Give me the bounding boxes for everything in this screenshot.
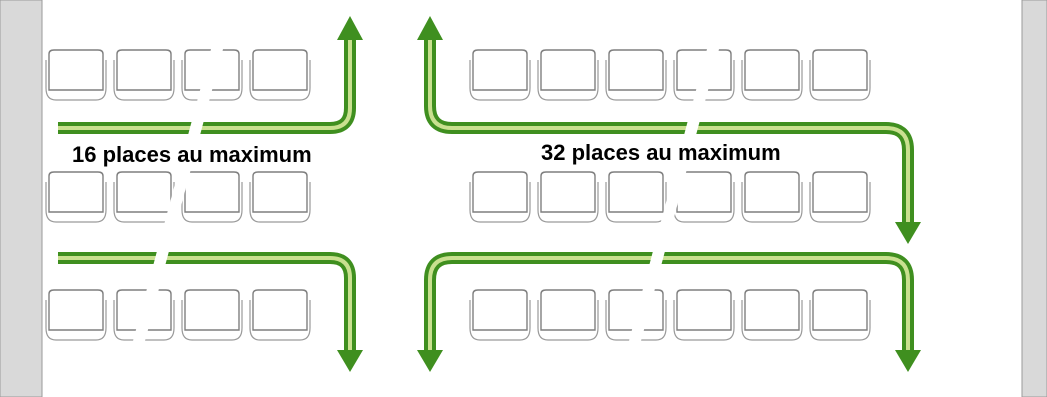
- seat: [809, 171, 871, 223]
- right-lower-exit-path: [417, 252, 921, 372]
- seat: [537, 171, 599, 223]
- right-seat-row-1: [469, 49, 871, 101]
- seat: [537, 289, 599, 341]
- seat: [45, 289, 107, 341]
- seat: [673, 289, 735, 341]
- left-lower-exit-path: [58, 252, 363, 372]
- seat: [249, 171, 311, 223]
- down-arrow-icon: [337, 350, 363, 372]
- seat: [181, 171, 243, 223]
- seat: [741, 171, 803, 223]
- seat: [469, 289, 531, 341]
- left-upper-exit-path: [58, 16, 363, 134]
- seat: [249, 49, 311, 101]
- right-capacity-caption: 32 places au maximum: [541, 140, 781, 165]
- seat: [45, 171, 107, 223]
- down-arrow-icon: [895, 350, 921, 372]
- seat: [469, 49, 531, 101]
- seat: [113, 49, 175, 101]
- seat: [469, 171, 531, 223]
- seat: [181, 289, 243, 341]
- seat: [741, 49, 803, 101]
- left-capacity-caption: 16 places au maximum: [72, 142, 312, 167]
- down-arrow-icon: [417, 350, 443, 372]
- left-wall: [0, 0, 43, 397]
- right-wall: [1021, 0, 1047, 397]
- seat: [605, 171, 667, 223]
- up-arrow-icon: [417, 16, 443, 40]
- right-seat-row-3: [469, 289, 871, 341]
- seat: [809, 49, 871, 101]
- seat: [741, 289, 803, 341]
- up-arrow-icon: [337, 16, 363, 40]
- seat: [113, 171, 175, 223]
- left-seat-row-3: [45, 289, 311, 341]
- seat: [809, 289, 871, 341]
- right-upper-exit-path: [417, 16, 921, 244]
- seat: [605, 49, 667, 101]
- left-seat-row-1: [45, 49, 311, 101]
- seat: [45, 49, 107, 101]
- row-break-marks: [118, 8, 730, 397]
- seat: [249, 289, 311, 341]
- down-arrow-icon: [895, 222, 921, 244]
- seat: [537, 49, 599, 101]
